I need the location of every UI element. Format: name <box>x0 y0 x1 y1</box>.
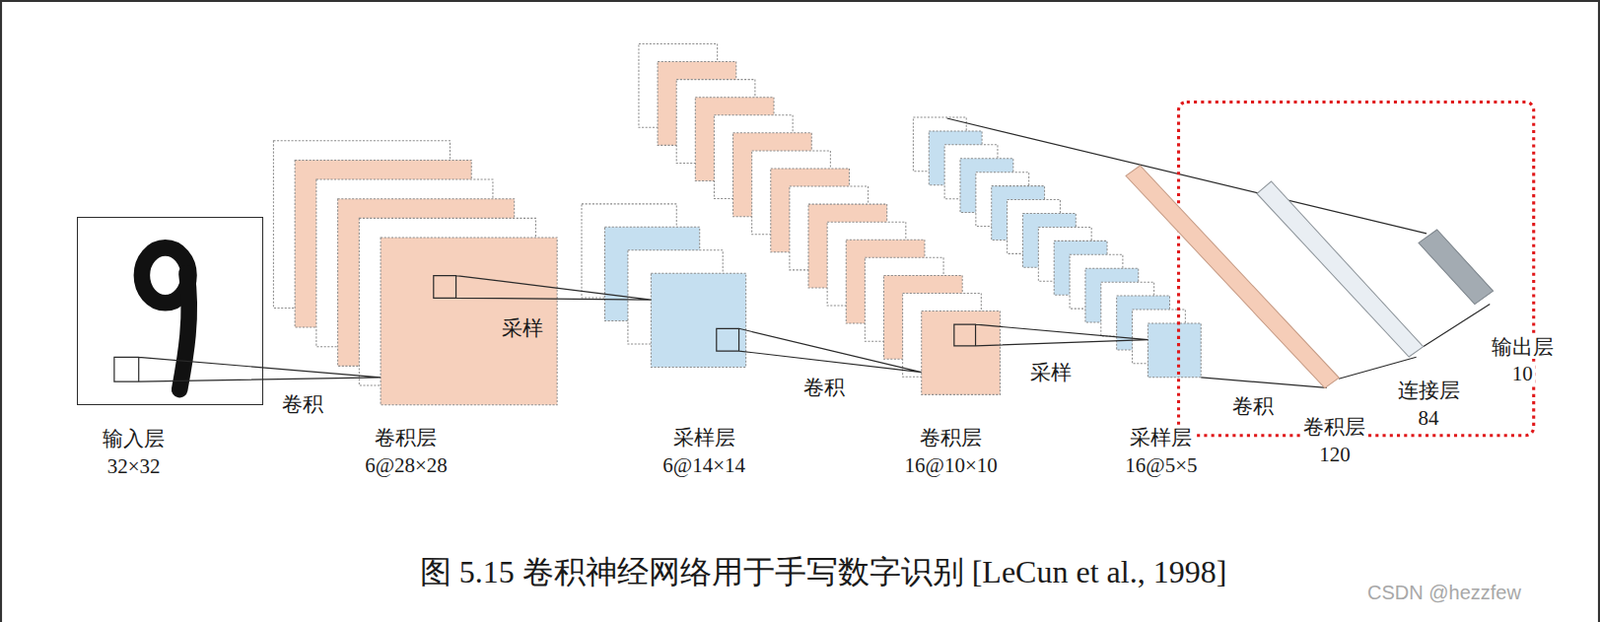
feature-map <box>650 273 746 367</box>
layer-label: 10 <box>1510 361 1535 386</box>
layer-label: 16@10×10 <box>903 453 1000 478</box>
layer-label: 84 <box>1416 406 1442 430</box>
layer-bar <box>1256 181 1424 357</box>
layer-label: 输入层 <box>100 426 167 451</box>
operation-label: 采样 <box>1028 360 1074 385</box>
connector <box>954 324 1149 347</box>
layer-label: 采样层 <box>1127 425 1194 450</box>
operation-label: 卷积 <box>279 392 326 417</box>
layer-label: 120 <box>1317 442 1353 467</box>
feature-map <box>1147 323 1201 378</box>
layer-bar-shape <box>1125 165 1339 389</box>
layer-label: 32×32 <box>105 454 163 479</box>
layer-label: 输出层 <box>1489 335 1556 359</box>
watermark: CSDN @hezzfew <box>1367 581 1522 605</box>
layer-node: 输出层10 <box>1418 229 1494 305</box>
layer-label: 卷积层 <box>1301 415 1368 439</box>
layer-node: 采样层16@5×5 <box>1147 323 1201 378</box>
layer-bar <box>1125 165 1339 389</box>
operation-label: 卷积 <box>1230 394 1276 418</box>
feature-map <box>380 237 557 406</box>
feature-map-stacks <box>273 43 1201 405</box>
feature-map <box>921 311 1001 396</box>
layer-node: 输入层32×32 <box>76 216 264 405</box>
layer-label: 6@28×28 <box>362 453 450 478</box>
connector <box>433 276 652 301</box>
layer-bar <box>1418 229 1494 305</box>
connector <box>1423 303 1490 347</box>
layer-bar-shape <box>1256 181 1424 357</box>
connector <box>716 328 922 372</box>
connector <box>1200 377 1326 388</box>
layer-node: 连接层84 <box>1256 181 1424 357</box>
layer-label: 6@14×14 <box>660 453 748 478</box>
layer-label: 卷积层 <box>372 425 439 450</box>
digit-stem <box>179 273 190 390</box>
connector <box>1338 356 1417 379</box>
layer-label: 采样层 <box>671 425 738 450</box>
layer-bar-shape <box>1418 229 1494 305</box>
figure-caption: 图 5.15 卷积神经网络用于手写数字识别 [LeCun et al., 199… <box>419 554 1228 591</box>
connector <box>114 356 381 382</box>
layer-label: 卷积层 <box>917 425 984 450</box>
layer-node: 卷积层120 <box>1125 165 1339 389</box>
operation-label: 卷积 <box>801 375 847 400</box>
operation-label: 采样 <box>499 316 546 341</box>
layer-label: 连接层 <box>1395 378 1462 403</box>
layer-node: 卷积层16@10×10 <box>921 311 1001 396</box>
layer-node: 采样层6@14×14 <box>650 273 746 367</box>
layer-label: 16@5×5 <box>1122 453 1199 478</box>
